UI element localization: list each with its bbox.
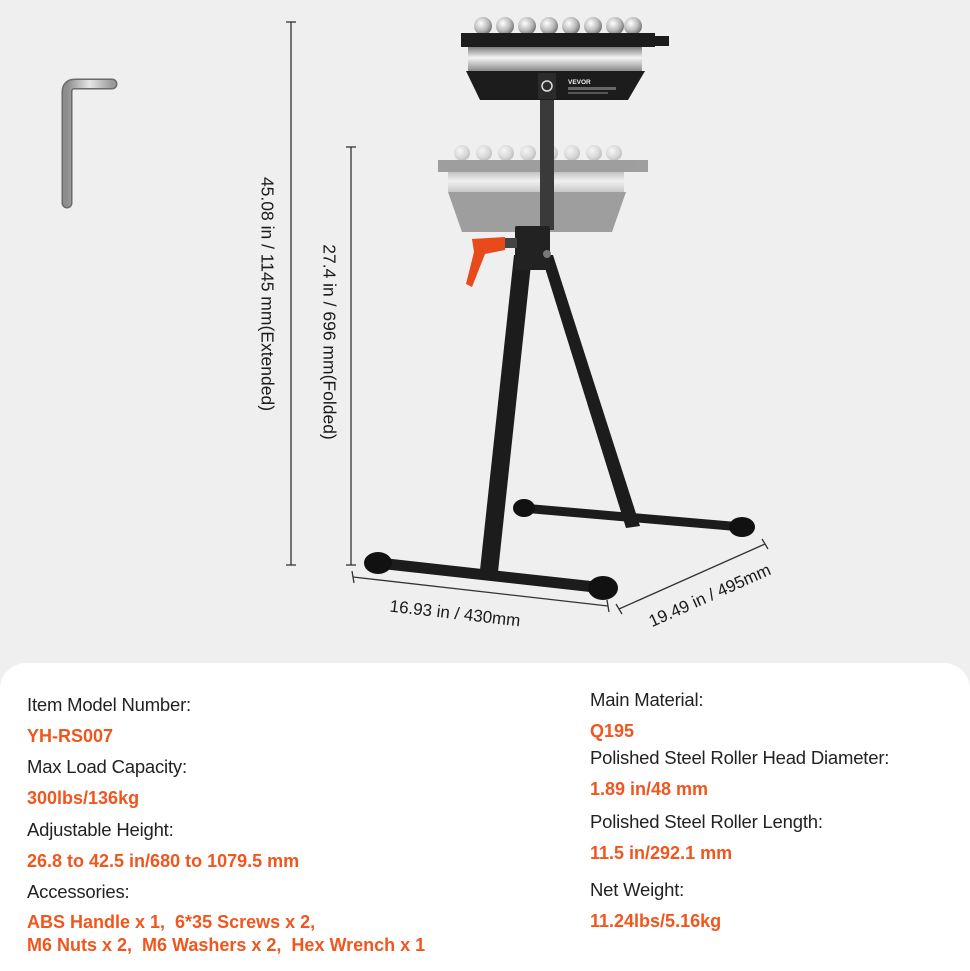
- product-hero: VEVOR 45.08 in / 1145 mm(Extended) 27.4 …: [61, 17, 774, 631]
- spec-net-weight: Net Weight: 11.24lbs/5.16kg: [590, 879, 722, 933]
- spec-label: Net Weight:: [590, 879, 685, 900]
- specifications-panel: Item Model Number: YH-RS007 Max Load Cap…: [0, 663, 970, 971]
- spec-label: Polished Steel Roller Head Diameter:: [590, 747, 890, 768]
- spec-label: Main Material:: [590, 689, 704, 710]
- width-dimension-line: [351, 570, 610, 613]
- spec-value: 11.5 in/292.1 mm: [590, 842, 733, 863]
- height-folded-label: 27.4 in / 696 mm(Folded): [319, 244, 340, 440]
- roller-head: VEVOR: [461, 17, 669, 100]
- spec-label: Accessories:: [27, 881, 130, 902]
- spec-roller-diameter: Polished Steel Roller Head Diameter: 1.8…: [590, 747, 890, 801]
- height-lock-handle: [466, 237, 517, 287]
- hex-wrench-icon: [61, 78, 118, 209]
- spec-value: 1.89 in/48 mm: [590, 778, 709, 799]
- spec-value: 26.8 to 42.5 in/680 to 1079.5 mm: [27, 850, 300, 871]
- spec-label: Polished Steel Roller Length:: [590, 811, 823, 832]
- spec-label: Max Load Capacity:: [27, 756, 187, 777]
- brand-label: VEVOR: [568, 79, 591, 86]
- spec-value: Q195: [590, 720, 635, 741]
- spec-accessories: Accessories: ABS Handle x 1, 6*35 Screws…: [27, 881, 426, 957]
- spec-max-load: Max Load Capacity: 300lbs/136kg: [27, 756, 187, 810]
- spec-main-material: Main Material: Q195: [590, 689, 704, 743]
- spec-value: 300lbs/136kg: [27, 787, 140, 808]
- spec-roller-length: Polished Steel Roller Length: 11.5 in/29…: [590, 811, 823, 865]
- height-extended-dimension-line: [286, 21, 296, 566]
- spec-value: YH-RS007: [27, 725, 114, 746]
- stand-frame: [364, 90, 755, 600]
- height-folded-dimension-line: [346, 146, 356, 566]
- spec-model-number: Item Model Number: YH-RS007: [27, 694, 191, 748]
- product-illustration: VEVOR: [61, 17, 769, 615]
- spec-label: Adjustable Height:: [27, 819, 174, 840]
- height-extended-label: 45.08 in / 1145 mm(Extended): [257, 176, 278, 412]
- spec-label: Item Model Number:: [27, 694, 191, 715]
- depth-dimension-line: [615, 538, 769, 615]
- spec-value: ABS Handle x 1, 6*35 Screws x 2, M6 Nuts…: [27, 911, 426, 955]
- spec-value: 11.24lbs/5.16kg: [590, 910, 722, 931]
- spec-adjustable-height: Adjustable Height: 26.8 to 42.5 in/680 t…: [27, 819, 300, 873]
